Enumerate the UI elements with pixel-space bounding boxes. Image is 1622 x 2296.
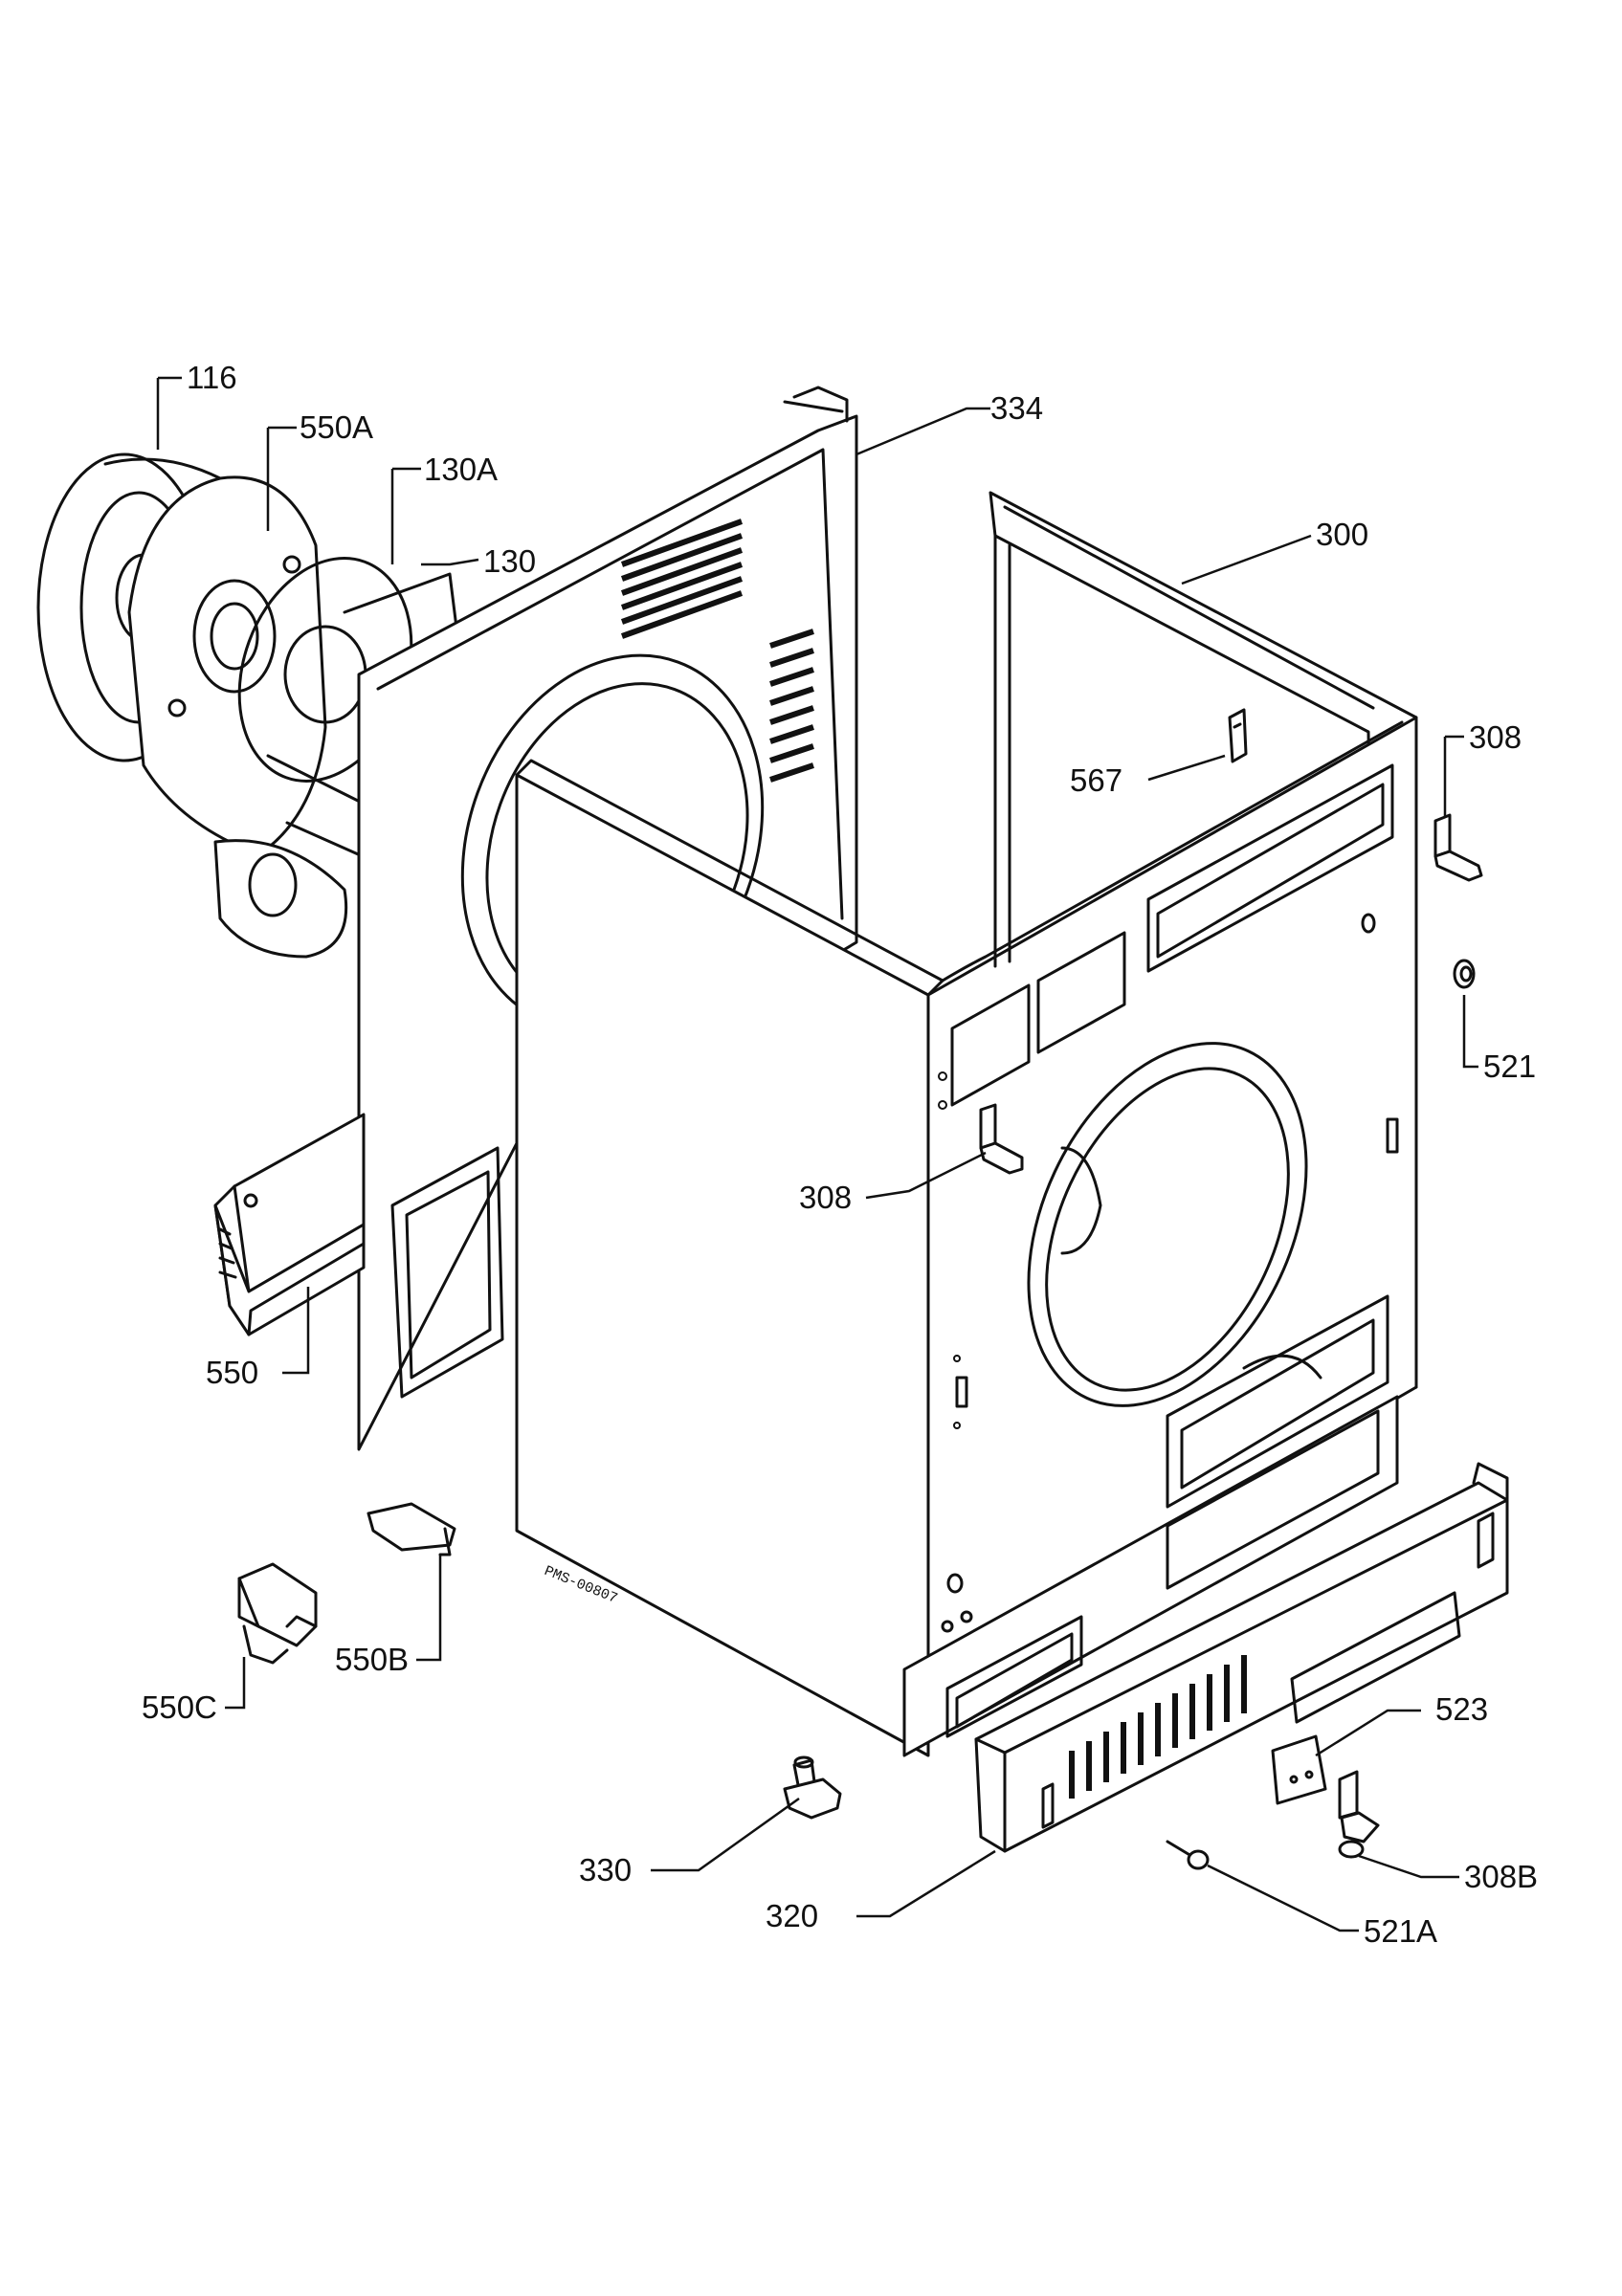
clip-550C bbox=[237, 1562, 318, 1665]
part-labels: 116 550A 130A 130 334 300 308 567 521 30… bbox=[142, 360, 1538, 1949]
channel-550 bbox=[213, 1113, 366, 1336]
cabinet-300 bbox=[515, 491, 1418, 1757]
label-521: 521 bbox=[1483, 1049, 1536, 1084]
label-523: 523 bbox=[1435, 1691, 1488, 1727]
foot-330 bbox=[783, 1755, 842, 1820]
label-130: 130 bbox=[483, 543, 536, 579]
clip-567 bbox=[1228, 708, 1248, 763]
plinth-320 bbox=[974, 1462, 1509, 1853]
bracket-308-right bbox=[1433, 813, 1483, 882]
plate-523 bbox=[1271, 1734, 1327, 1805]
label-334: 334 bbox=[990, 390, 1043, 426]
label-330: 330 bbox=[579, 1852, 632, 1888]
label-550: 550 bbox=[206, 1355, 258, 1390]
bracket-308B bbox=[1338, 1770, 1380, 1859]
leader-lines bbox=[156, 376, 1478, 1932]
label-550C: 550C bbox=[142, 1689, 217, 1725]
label-130A: 130A bbox=[424, 452, 498, 487]
label-308B: 308B bbox=[1464, 1859, 1538, 1894]
label-308-mid: 308 bbox=[799, 1180, 852, 1215]
label-550A: 550A bbox=[300, 409, 373, 445]
label-550B: 550B bbox=[335, 1642, 409, 1677]
label-116: 116 bbox=[187, 360, 237, 395]
bracket-550B bbox=[367, 1502, 456, 1556]
label-567: 567 bbox=[1070, 762, 1122, 798]
grommet-521 bbox=[1453, 959, 1476, 989]
label-300: 300 bbox=[1316, 517, 1368, 552]
label-521A: 521A bbox=[1364, 1913, 1437, 1949]
housing-plate-550A bbox=[127, 475, 348, 959]
label-320: 320 bbox=[766, 1898, 818, 1933]
bracket-308-mid bbox=[979, 1103, 1024, 1175]
screw-521A bbox=[1166, 1840, 1210, 1870]
label-308-right: 308 bbox=[1469, 719, 1522, 755]
